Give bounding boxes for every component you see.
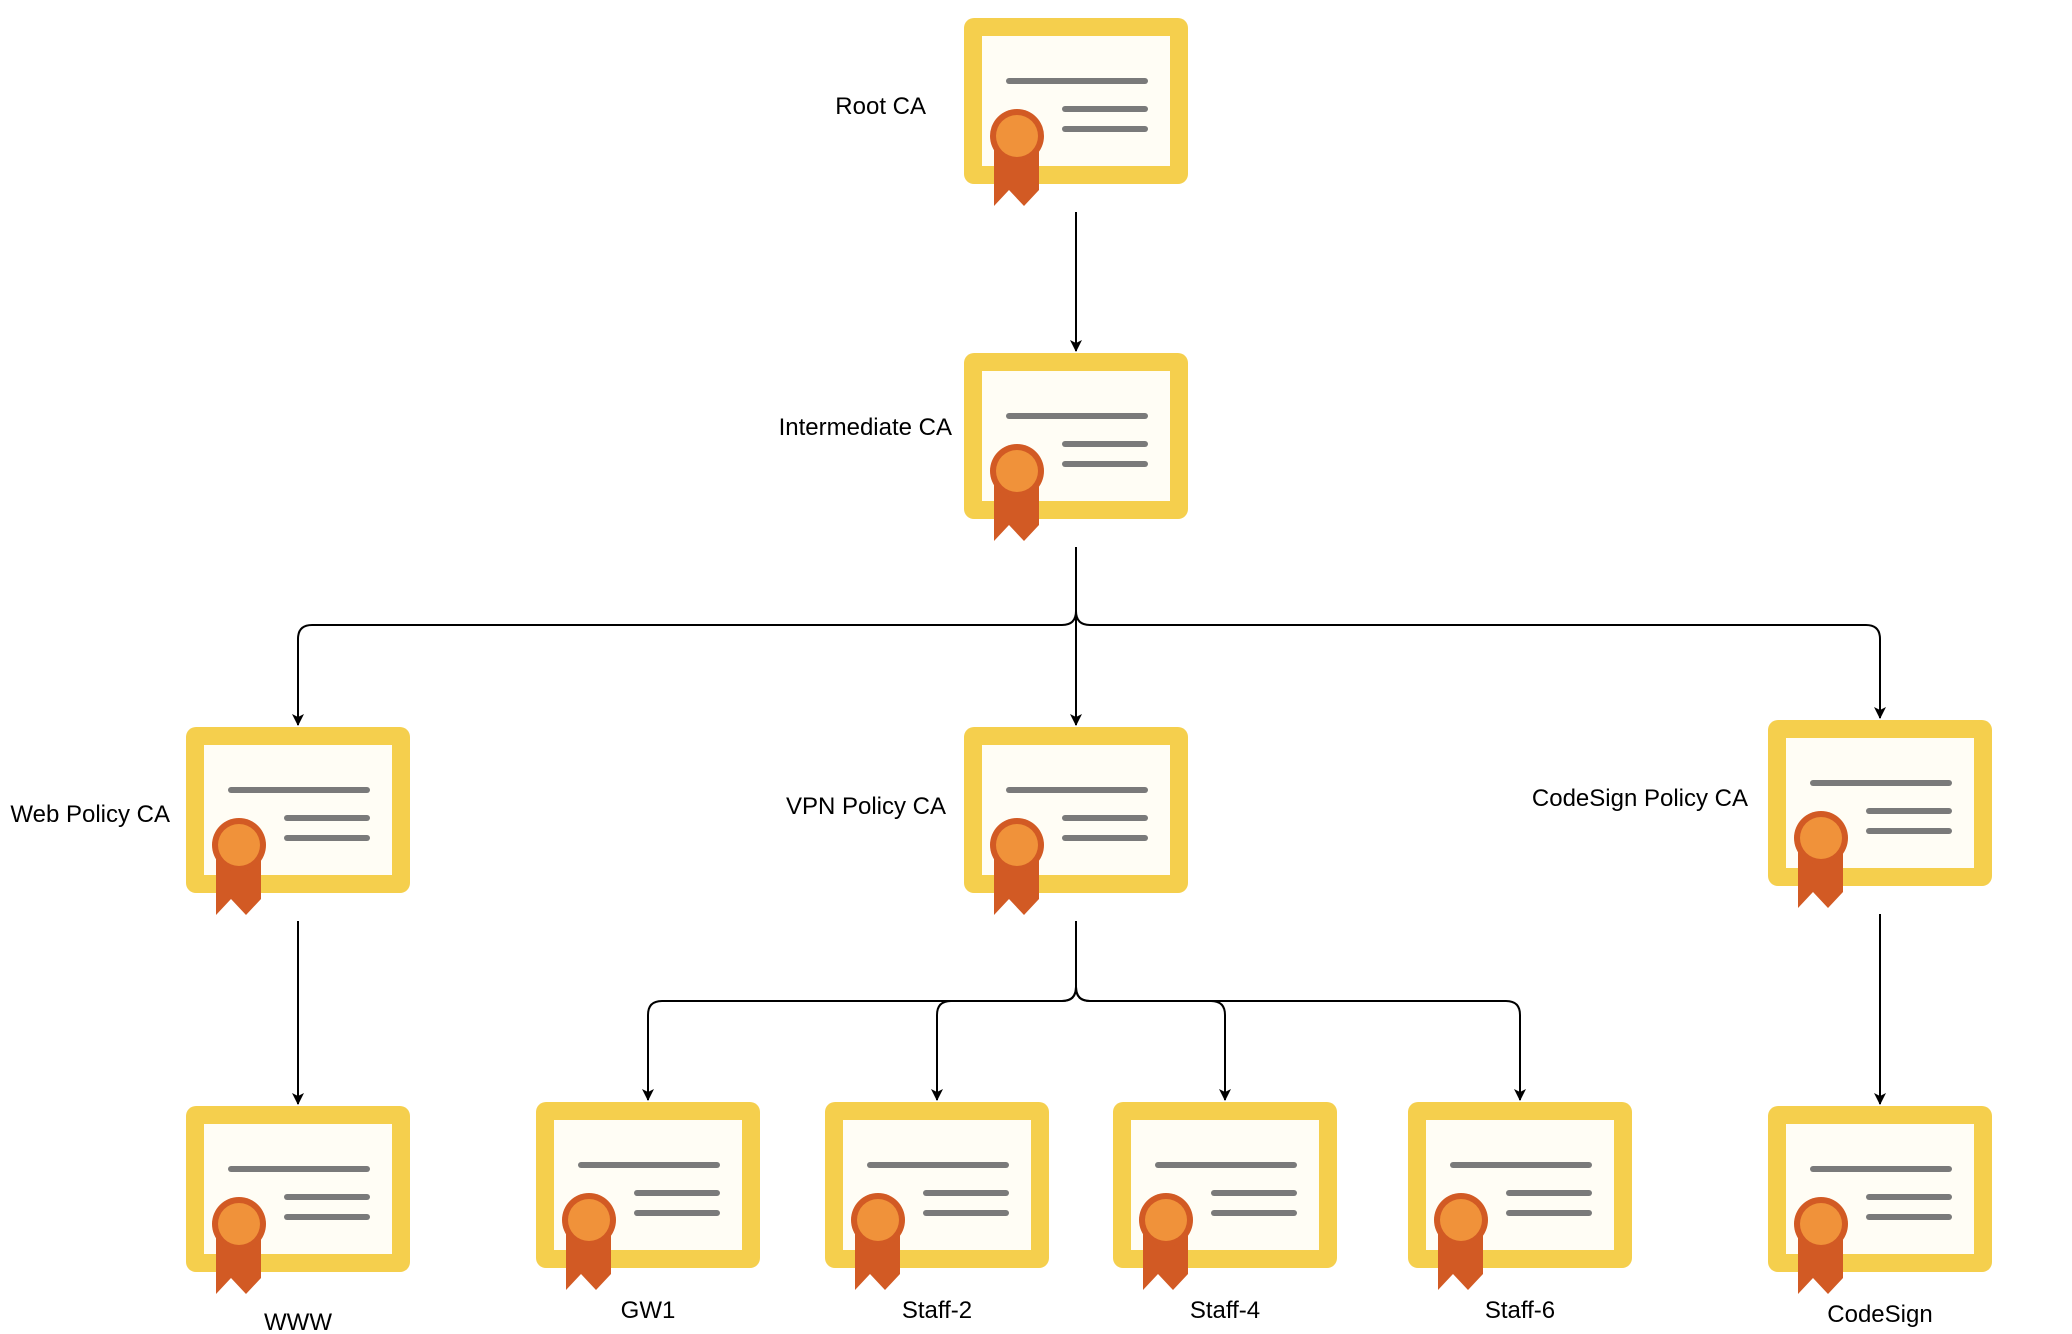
certificate-line	[1062, 126, 1148, 132]
medal-center	[996, 450, 1038, 492]
certificate-line	[923, 1210, 1009, 1216]
edges-layer	[292, 212, 1886, 1105]
certificate-line	[1810, 1166, 1952, 1172]
medal-center	[568, 1199, 610, 1241]
edge-vpn-to-staff2	[931, 921, 1077, 1101]
certificate-icon	[1768, 1106, 1992, 1294]
certificate-line	[1506, 1190, 1592, 1196]
certificate-line	[923, 1190, 1009, 1196]
label-staff2: Staff-2	[902, 1297, 972, 1324]
nodes-layer: Root CA Intermediate CA Web Policy CA VPN P…	[10, 18, 1992, 1334]
certificate-line	[228, 1166, 370, 1172]
certificate-icon	[536, 1102, 760, 1290]
certificate-line	[1450, 1162, 1592, 1168]
label-codesign: CodeSign	[1827, 1301, 1932, 1328]
node-gw1[interactable]	[536, 1102, 760, 1290]
certificate-line	[1006, 787, 1148, 793]
node-codesign[interactable]	[1768, 1106, 1992, 1294]
certificate-line	[1810, 780, 1952, 786]
certificate-line	[1062, 441, 1148, 447]
certificate-line	[578, 1162, 720, 1168]
medal-center	[996, 824, 1038, 866]
label-codesign_ca: CodeSign Policy CA	[1532, 785, 1748, 812]
certificate-line	[284, 835, 370, 841]
medal-center	[218, 824, 260, 866]
certificate-line	[284, 1214, 370, 1220]
certificate-line	[867, 1162, 1009, 1168]
node-staff2[interactable]	[825, 1102, 1049, 1290]
certificate-icon	[1408, 1102, 1632, 1290]
certificate-line	[1006, 78, 1148, 84]
certificate-line	[1062, 106, 1148, 112]
label-web: Web Policy CA	[10, 801, 170, 828]
label-gw1: GW1	[621, 1297, 676, 1324]
node-staff6[interactable]	[1408, 1102, 1632, 1290]
edge-vpn-to-gw1	[642, 921, 1077, 1101]
node-www[interactable]	[186, 1106, 410, 1294]
certificate-icon	[186, 1106, 410, 1294]
certificate-line	[1866, 828, 1952, 834]
certificate-line	[1211, 1190, 1297, 1196]
node-vpn[interactable]	[964, 727, 1188, 915]
edge-intermediate-to-codesign_ca	[1075, 547, 1886, 719]
medal-center	[1800, 1203, 1842, 1245]
certificate-line	[1155, 1162, 1297, 1168]
edge-vpn-to-staff4	[1075, 921, 1231, 1101]
certificate-line	[1866, 1214, 1952, 1220]
label-vpn: VPN Policy CA	[786, 793, 946, 820]
edge-intermediate-to-web	[292, 547, 1077, 726]
certificate-line	[1211, 1210, 1297, 1216]
label-staff4: Staff-4	[1190, 1297, 1260, 1324]
certificate-icon	[186, 727, 410, 915]
certificate-icon	[964, 18, 1188, 206]
certificate-line	[1062, 461, 1148, 467]
node-codesign_ca[interactable]	[1768, 720, 1992, 908]
medal-center	[1800, 817, 1842, 859]
certificate-line	[1006, 413, 1148, 419]
certificate-line	[284, 815, 370, 821]
certificate-line	[1062, 835, 1148, 841]
certificate-line	[1866, 1194, 1952, 1200]
medal-center	[1145, 1199, 1187, 1241]
certificate-icon	[964, 727, 1188, 915]
medal-center	[218, 1203, 260, 1245]
certificate-icon	[964, 353, 1188, 541]
node-staff4[interactable]	[1113, 1102, 1337, 1290]
certificate-line	[1506, 1210, 1592, 1216]
node-intermediate[interactable]	[964, 353, 1188, 541]
certificate-line	[634, 1210, 720, 1216]
certificate-icon	[1768, 720, 1992, 908]
certificate-line	[284, 1194, 370, 1200]
medal-center	[857, 1199, 899, 1241]
certificate-line	[634, 1190, 720, 1196]
medal-center	[1440, 1199, 1482, 1241]
label-www: WWW	[264, 1309, 332, 1334]
label-staff6: Staff-6	[1485, 1297, 1555, 1324]
certificate-line	[1062, 815, 1148, 821]
node-root[interactable]	[964, 18, 1188, 206]
label-root: Root CA	[835, 93, 926, 120]
certificate-line	[1866, 808, 1952, 814]
certificate-icon	[1113, 1102, 1337, 1290]
label-intermediate: Intermediate CA	[779, 414, 952, 441]
certificate-line	[228, 787, 370, 793]
node-web[interactable]	[186, 727, 410, 915]
edge-vpn-to-staff6	[1075, 921, 1526, 1101]
certificate-icon	[825, 1102, 1049, 1290]
medal-center	[996, 115, 1038, 157]
